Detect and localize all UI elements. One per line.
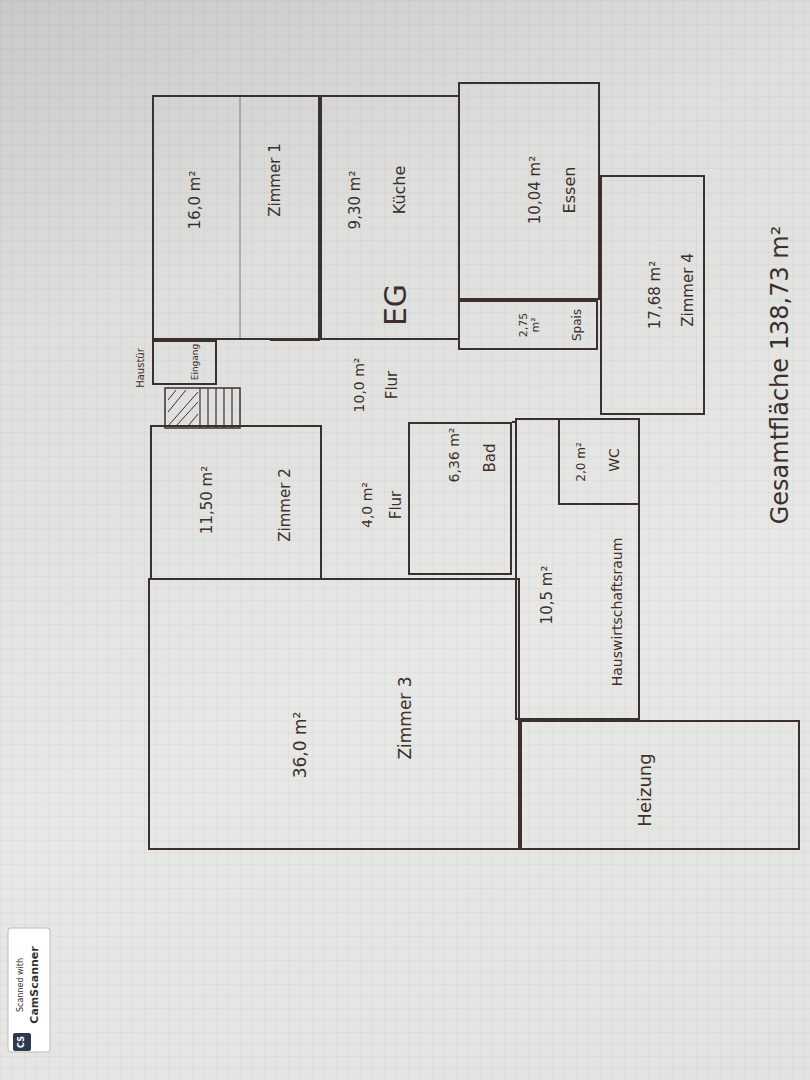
room-name: Küche: [391, 166, 409, 215]
room-box: Hauswirtschaftsraum 10,5 m² WC 2,0 m²: [515, 418, 640, 720]
room-box: Eingang: [152, 340, 217, 385]
room-area: 36,0 m²: [291, 712, 310, 779]
room-box: Heizung: [520, 720, 800, 850]
room-area: 2,0 m²: [575, 442, 588, 481]
room-area: 16,0 m²: [187, 171, 204, 230]
room-name: Essen: [561, 167, 579, 214]
room-name: Zimmer 2: [277, 468, 294, 541]
room-area: 10,04 m²: [527, 156, 544, 224]
room-name: Hauswirtschaftsraum: [610, 538, 625, 687]
faint-wall: [239, 97, 240, 340]
room-label: Flur: [384, 371, 401, 399]
room-name: Heizung: [635, 753, 655, 826]
watermark-logo: CS: [18, 1036, 27, 1048]
area-label: 10,0 m²: [352, 358, 367, 413]
watermark-text: CamScanner: [29, 946, 41, 1023]
total-area-title: Gesamtfläche 138,73 m²: [767, 226, 793, 525]
room-name: WC: [607, 448, 622, 472]
room-box: Essen 10,04 m²: [458, 82, 600, 300]
room-name: Zimmer 1: [267, 143, 284, 216]
door-label: Haustür: [135, 348, 146, 388]
room-box: Zimmer 3 36,0 m²: [148, 578, 520, 850]
room-area: 2,75 m²: [518, 309, 542, 341]
room-name: Bad: [482, 443, 499, 472]
room-box: Zimmer 4 17,68 m²: [600, 175, 705, 415]
label: EG: [379, 284, 412, 326]
room-name: Spais: [571, 309, 584, 341]
stairs-symbol: [165, 388, 240, 428]
room-box: Spais 2,75 m²: [458, 300, 598, 350]
room-name: Eingang: [191, 344, 201, 381]
room-area: 6,36 m²: [447, 428, 462, 483]
room-box: Bad 6,36 m²: [408, 422, 512, 575]
room-area: 10,5 m²: [539, 566, 556, 625]
room-name: Zimmer 3: [396, 676, 415, 759]
room-box: Zimmer 2 11,50 m²: [150, 425, 322, 580]
area-label: 4,0 m²: [360, 482, 375, 528]
scanner-watermark: [8, 928, 50, 1052]
room-box: Zimmer 1 16,0 m²: [152, 95, 320, 340]
room-area: 9,30 m²: [347, 171, 364, 230]
room-label: Flur: [388, 491, 405, 519]
room-name: Zimmer 4: [680, 253, 697, 326]
room-area: 17,68 m²: [647, 261, 664, 329]
room-box: WC 2,0 m²: [558, 418, 640, 505]
room-area: 11,50 m²: [199, 466, 216, 534]
watermark-text: Scanned with: [17, 958, 26, 1012]
